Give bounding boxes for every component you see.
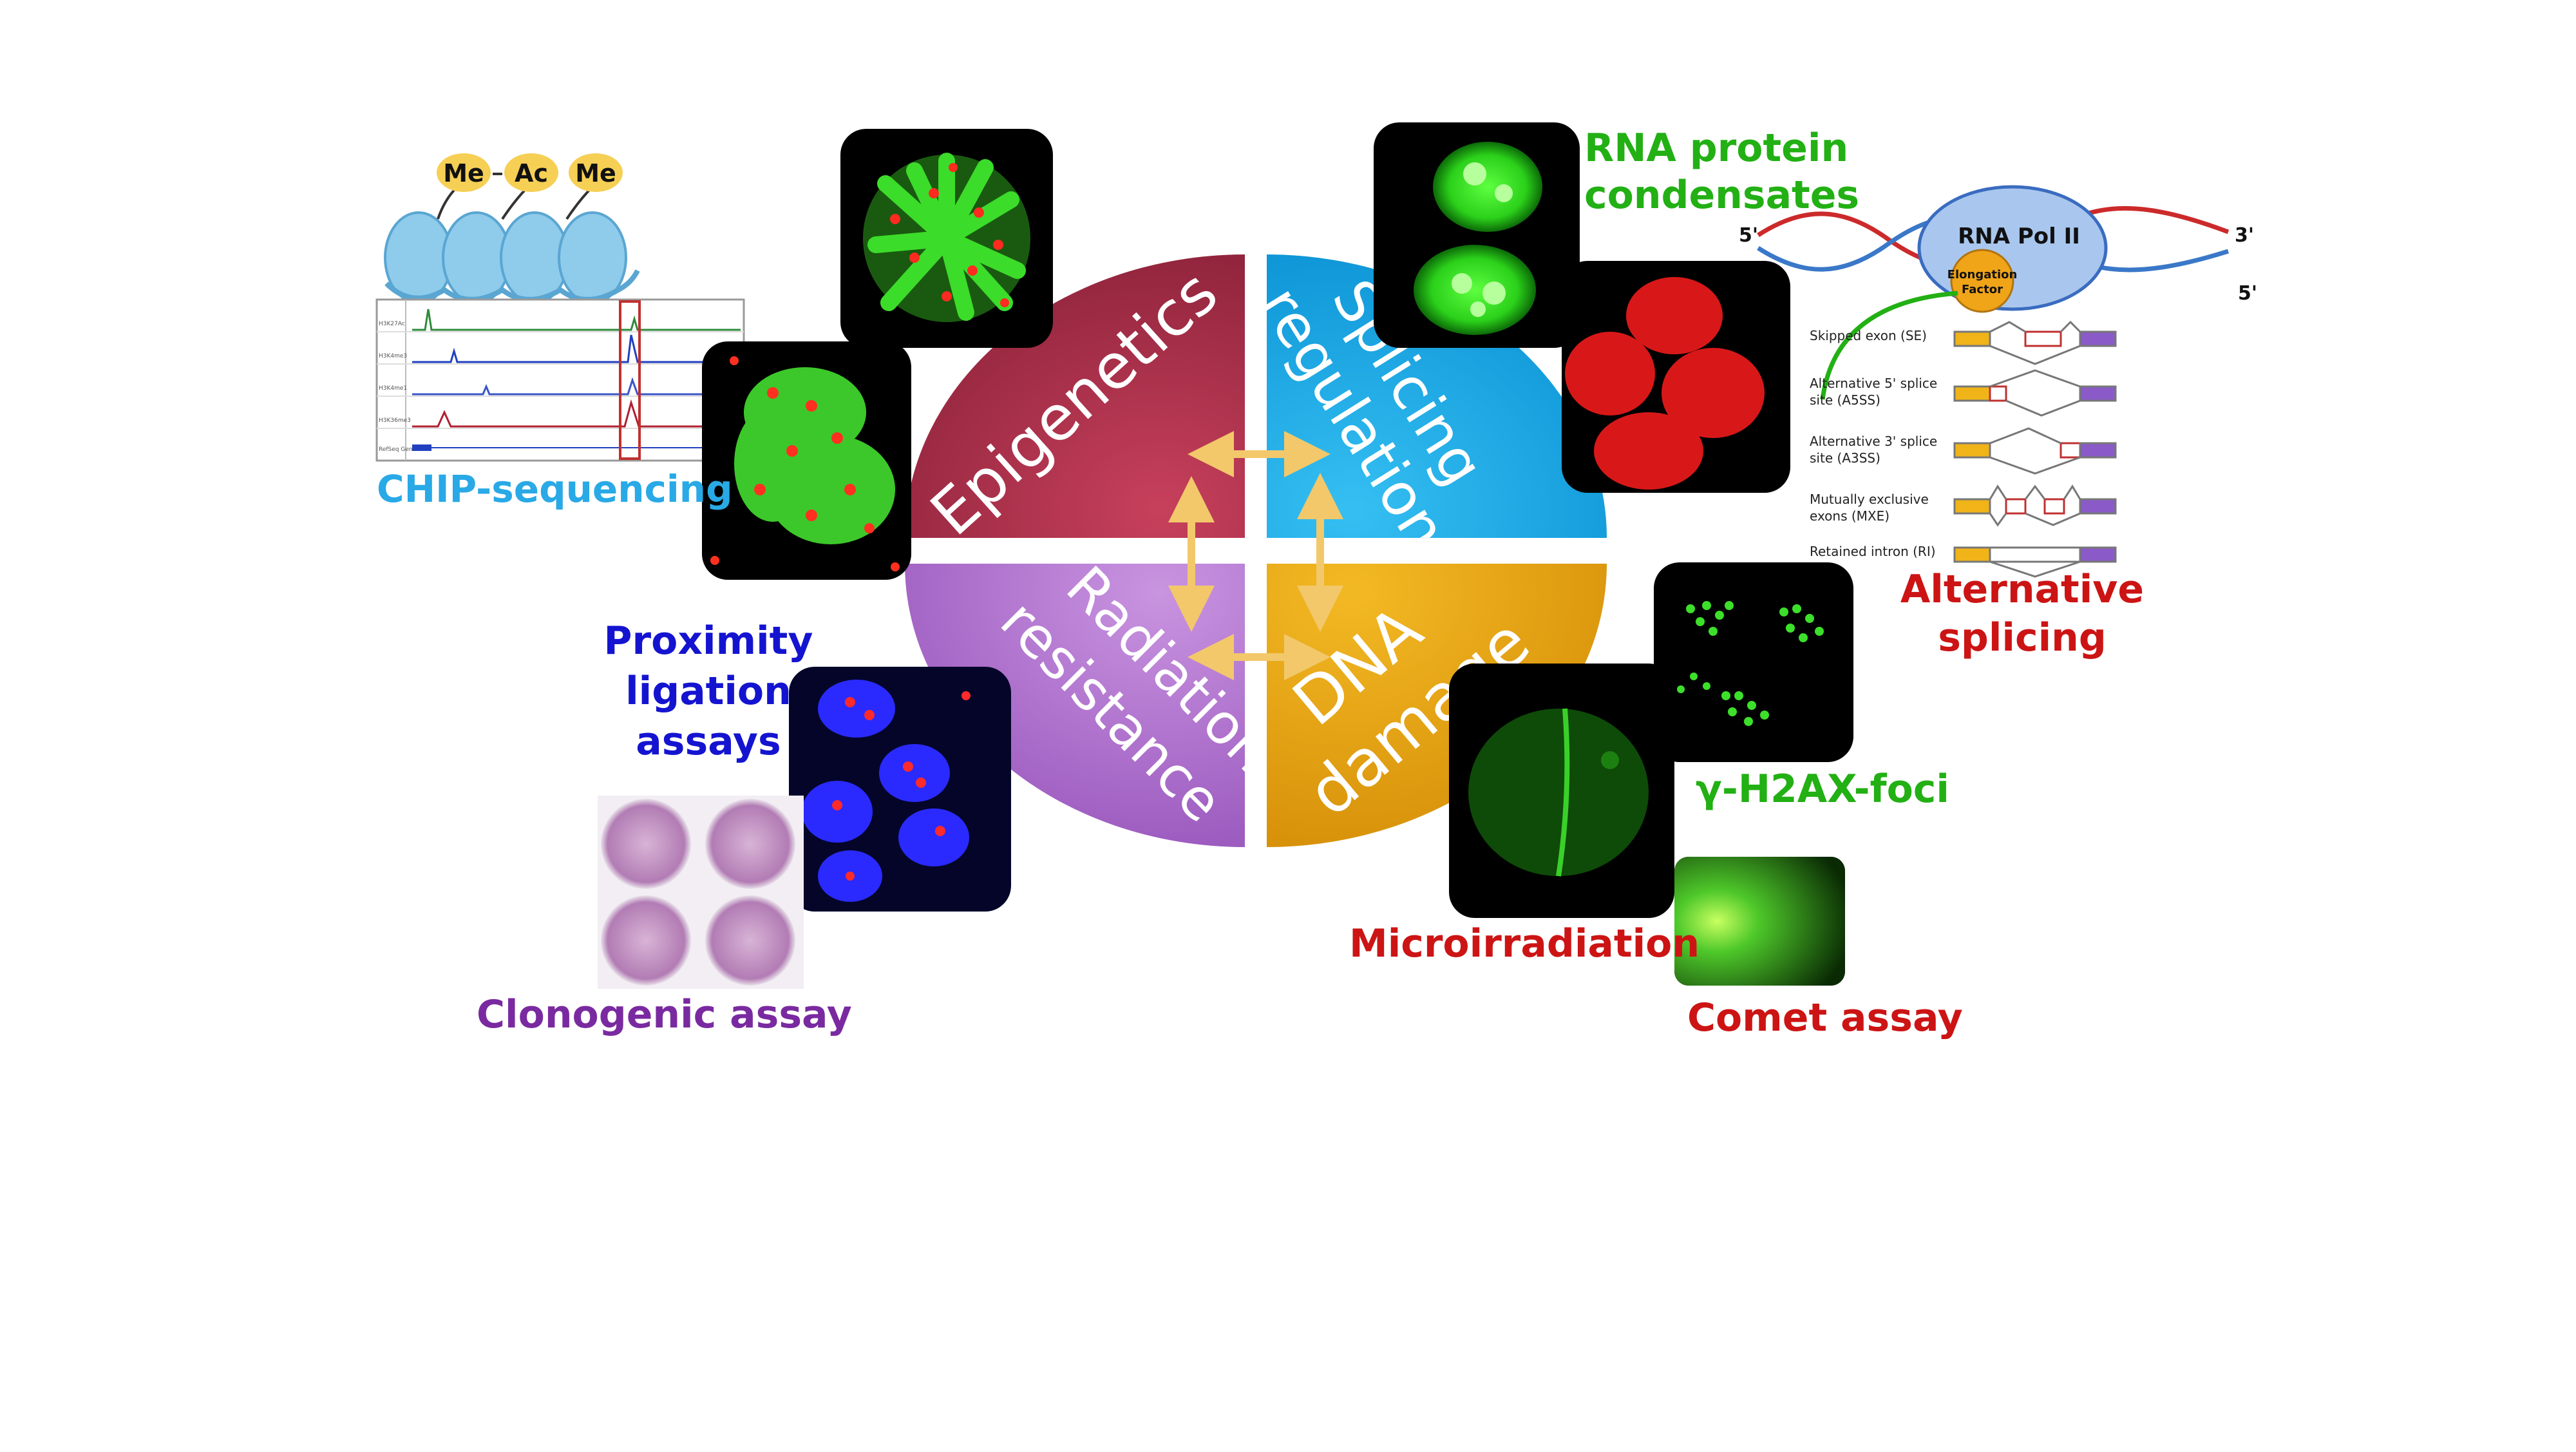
splicing-event-se: Skipped exon (SE)	[1810, 328, 1927, 343]
quadrant-radiation	[905, 564, 1245, 847]
micrograph-chromatin-bottom	[702, 341, 911, 580]
quadrant-epigenetics	[905, 254, 1245, 538]
dna-5prime-right: 5'	[2238, 282, 2257, 305]
histone-mark-ac-label: Ac	[515, 159, 548, 187]
micrograph-chromatin-top	[840, 129, 1053, 348]
histone-mark-me-2	[569, 153, 623, 192]
chip-track-label-2: H3K4me3	[379, 353, 407, 359]
splicing-exon-diagrams	[1953, 320, 2117, 578]
chip-seq-browser: H3K27Ac H3K4me3 H3K4me1 H3K36me3 RefSeq …	[375, 298, 745, 462]
quadrant-splicing	[1267, 254, 1607, 538]
histone-mark-me-1	[437, 153, 491, 192]
micrograph-comet	[1674, 857, 1845, 986]
label-clonogenic-assay: Clonogenic assay	[477, 992, 852, 1037]
micrograph-pla	[789, 667, 1011, 912]
label-pla-3: assays	[636, 719, 781, 764]
chip-track-label-5: RefSeq Genes	[379, 446, 419, 453]
rna-pol-schematic: RNA Pol II Elongation Factor 5' 3' 5'	[1739, 185, 2257, 400]
splicing-events: Skipped exon (SE) Alternative 5' splice …	[1810, 328, 1937, 559]
splicing-event-a3ss-2: site (A3SS)	[1810, 450, 1880, 466]
elongation-factor	[1950, 249, 2014, 313]
micrograph-microirradiation	[1449, 664, 1674, 918]
chip-track-label-1: H3K27Ac	[379, 321, 405, 327]
dna-5prime-left: 5'	[1739, 224, 1758, 247]
micrograph-h2ax-foci	[1654, 562, 1853, 762]
label-chip-sequencing: CHIP-sequencing	[377, 467, 733, 511]
label-h2ax-foci: γ-H2AX-foci	[1696, 767, 1949, 812]
rna-pol-ii-label: RNA Pol II	[1958, 224, 2080, 249]
micrograph-condensates-red	[1562, 261, 1790, 493]
splicing-event-a5ss-1: Alternative 5' splice	[1810, 376, 1937, 391]
label-rna-condensates-2: condensates	[1584, 173, 1860, 218]
elongation-factor-label-1: Elongation	[1947, 268, 2018, 282]
micrograph-condensates-green	[1374, 122, 1580, 348]
nucleosome-illustration: Me Ac Me	[384, 153, 640, 304]
label-rna-condensates-1: RNA protein	[1584, 126, 1849, 171]
chip-track-label-3: H3K4me1	[379, 385, 407, 392]
label-alternative-splicing-2: splicing	[1938, 615, 2107, 660]
quadrant-dna	[1267, 564, 1607, 847]
chip-track-label-4: H3K36me3	[379, 417, 411, 424]
elongation-factor-label-2: Factor	[1962, 283, 2003, 296]
splicing-event-a5ss-2: site (A5SS)	[1810, 392, 1880, 408]
splicing-event-mxe-1: Mutually exclusive	[1810, 492, 1929, 507]
label-comet-assay: Comet assay	[1687, 995, 1963, 1040]
histone-mark-me-2-label: Me	[575, 159, 616, 187]
histone-mark-me-1-label: Me	[443, 159, 484, 187]
label-pla-1: Proximity	[603, 618, 813, 664]
clonogenic-plates	[598, 796, 804, 989]
dna-3prime-right: 3'	[2235, 224, 2254, 247]
splicing-event-ri: Retained intron (RI)	[1810, 544, 1936, 559]
splicing-event-mxe-2: exons (MXE)	[1810, 508, 1889, 524]
splicing-event-a3ss-1: Alternative 3' splice	[1810, 434, 1937, 449]
label-microirradiation: Microirradiation	[1349, 921, 1700, 966]
histone-mark-ac	[504, 153, 558, 192]
label-alternative-splicing-1: Alternative	[1900, 567, 2145, 612]
label-pla-2: ligation	[625, 669, 791, 714]
